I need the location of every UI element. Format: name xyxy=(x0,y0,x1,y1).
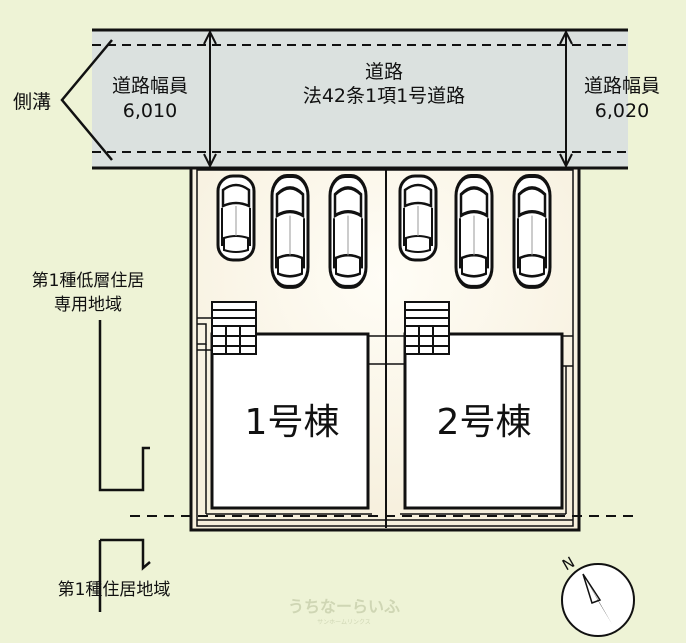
fence-lines xyxy=(197,317,573,521)
road-width-right-label: 道路幅員 xyxy=(584,75,660,97)
road-width-right-value: 6,020 xyxy=(595,100,649,122)
car-icon xyxy=(398,174,438,262)
road-name: 道路 xyxy=(365,61,403,83)
zone-boundary-leader xyxy=(98,320,151,612)
stair-icon xyxy=(211,301,257,355)
car-icon xyxy=(328,174,368,289)
house-2 xyxy=(403,332,564,510)
car-icon xyxy=(270,174,310,289)
watermark-sub: サンホームリンクス xyxy=(317,619,371,626)
north-compass-icon: N xyxy=(559,553,635,637)
road-width-left-label: 道路幅員 xyxy=(112,75,188,97)
car-icon xyxy=(216,174,256,262)
road-width-left-value: 6,010 xyxy=(123,100,177,122)
road xyxy=(92,30,628,168)
gutter-label: 側溝 xyxy=(13,91,51,113)
car-icon xyxy=(454,174,494,289)
house-1 xyxy=(210,332,370,510)
width-arrow-left xyxy=(203,29,217,169)
watermark-main: うちなーらいふ xyxy=(288,597,400,616)
zone-upper-line2: 専用地域 xyxy=(54,295,122,315)
zone-upper-line1: 第1種低層住居 xyxy=(32,271,145,291)
house-2-label: 2号棟 xyxy=(437,402,532,443)
road-class: 法42条1項1号道路 xyxy=(303,85,465,107)
width-arrow-right xyxy=(559,29,573,169)
house-1-label: 1号棟 xyxy=(245,402,340,443)
zone-lower: 第1種住居地域 xyxy=(58,580,171,600)
stair-icon xyxy=(404,301,450,355)
gutter-leader xyxy=(60,39,113,161)
car-icon xyxy=(512,174,552,289)
